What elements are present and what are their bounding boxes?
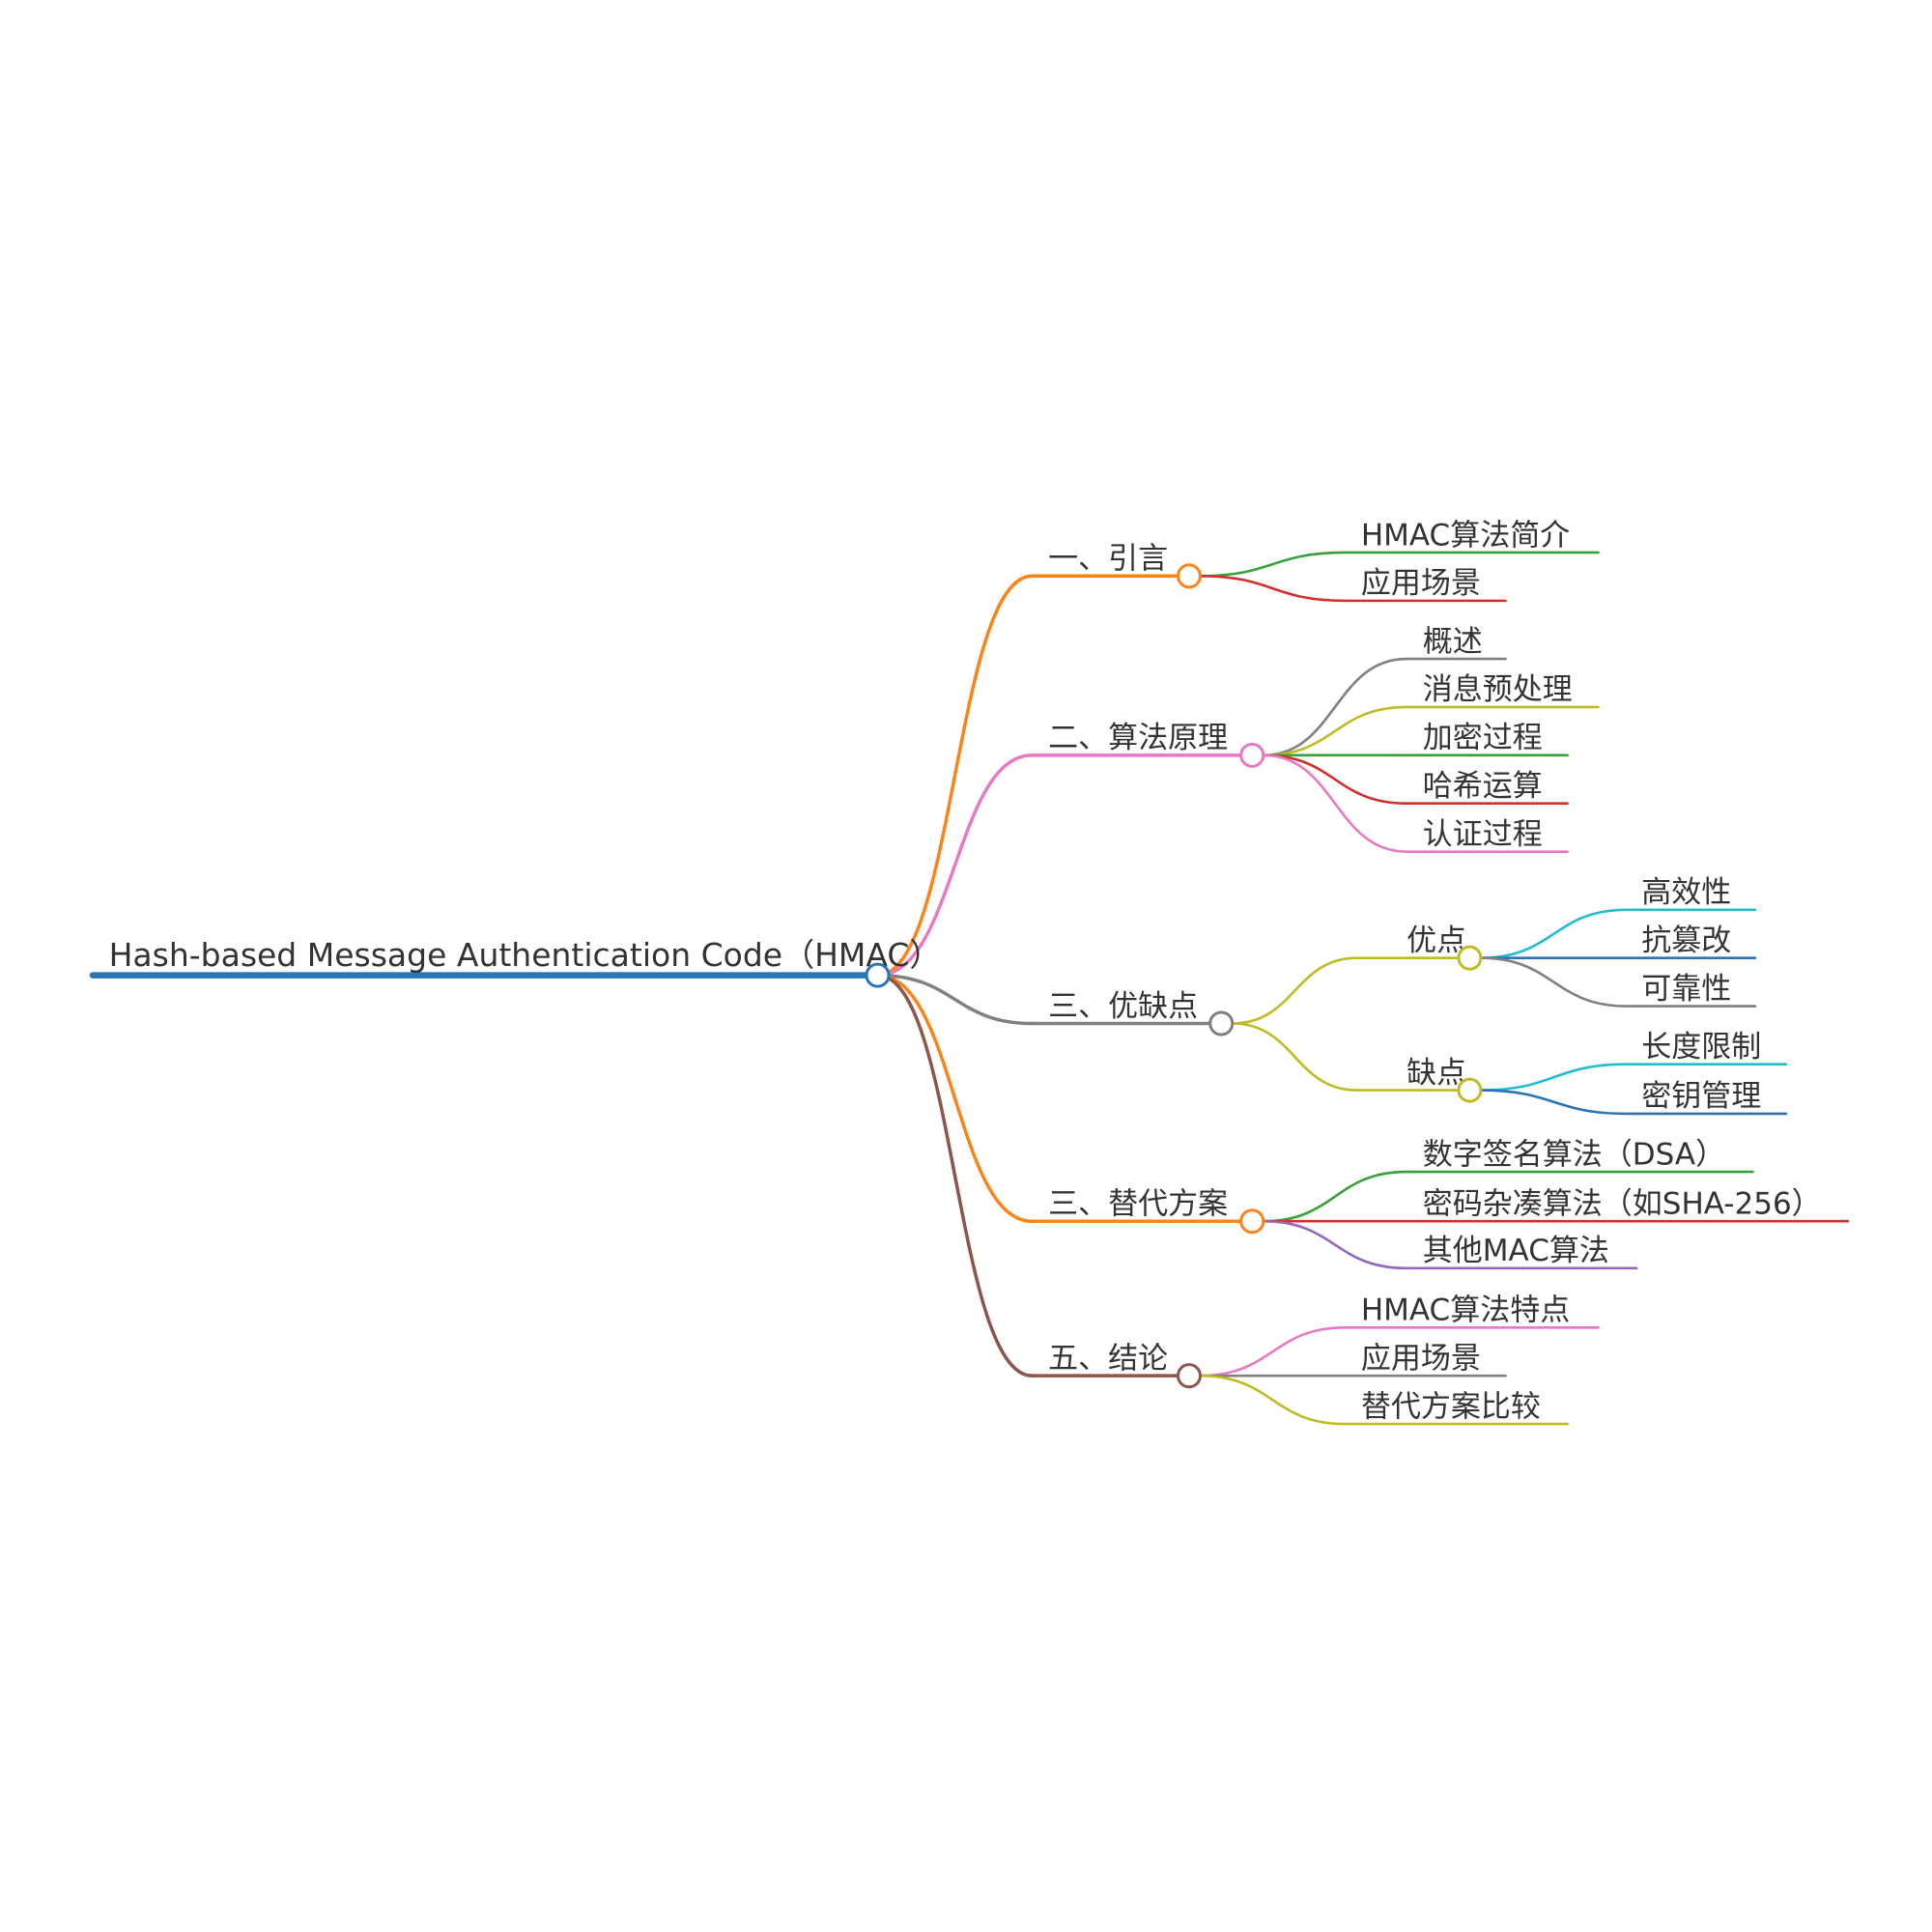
leaf-label: 可靠性 — [1641, 972, 1731, 1007]
branch-node-circle[interactable] — [1208, 1010, 1235, 1037]
branch-connector — [875, 973, 1035, 1378]
leaf-label: 长度限制 — [1641, 1030, 1761, 1065]
branch-connector — [875, 973, 1035, 1223]
leaf-label: 高效性 — [1641, 875, 1731, 910]
leaf-connector — [1262, 753, 1408, 806]
leaf-label: 密钥管理 — [1641, 1079, 1761, 1114]
leaf-label: 其他MAC算法 — [1423, 1234, 1609, 1268]
leaf-connector — [1262, 705, 1408, 757]
leaf-label: 加密过程 — [1423, 721, 1543, 755]
leaf-label: 抗篡改 — [1641, 923, 1731, 958]
leaf-label: 应用场景 — [1361, 1342, 1481, 1377]
leaf-connector — [1231, 1022, 1359, 1092]
leaf-connector — [1262, 1170, 1408, 1223]
leaf-label: 哈希运算 — [1423, 769, 1543, 804]
branch-label: 一、引言 — [1048, 542, 1168, 577]
leaf-label: 数字签名算法（DSA） — [1423, 1137, 1725, 1172]
branch-node-circle[interactable] — [1176, 563, 1202, 589]
branch-connector — [875, 753, 1035, 978]
edge-layer — [89, 551, 1850, 1426]
leaf-connector — [1199, 1374, 1347, 1426]
branch-label: 三、优缺点 — [1048, 989, 1198, 1024]
branch-connector — [875, 973, 1035, 1026]
leaf-label: 认证过程 — [1423, 817, 1543, 852]
leaf-connector — [1479, 908, 1757, 959]
leaf-connector — [1199, 574, 1347, 603]
leaf-label: 消息预处理 — [1423, 672, 1573, 707]
leaf-connector — [1199, 1325, 1347, 1378]
leaf-connector — [1231, 956, 1359, 1025]
leaf-connector — [1199, 551, 1347, 578]
leaf-connector — [1479, 1089, 1788, 1116]
branch-label: 二、算法原理 — [1048, 721, 1228, 755]
leaf-label: 概述 — [1423, 624, 1483, 659]
leaf-connector — [1262, 657, 1408, 757]
leaf-label: 替代方案比较 — [1361, 1389, 1541, 1424]
branch-node-circle[interactable] — [1176, 1363, 1202, 1389]
leaf-connector — [1262, 753, 1408, 853]
leaf-label: HMAC算法简介 — [1361, 518, 1570, 553]
leaf-label: HMAC算法特点 — [1361, 1293, 1570, 1328]
branch-connector — [875, 574, 1035, 978]
leaf-label: 密码杂凑算法（如SHA-256） — [1423, 1187, 1822, 1222]
node-layer: Hash-based Message Authentication Code（H… — [109, 518, 1822, 1424]
leaf-connector — [1262, 1219, 1408, 1270]
root-label: Hash-based Message Authentication Code（H… — [109, 936, 942, 974]
branch-node-circle[interactable] — [1239, 1208, 1265, 1235]
subbranch-node-circle[interactable] — [1457, 945, 1483, 971]
leaf-connector — [1479, 956, 1757, 1008]
subbranch-node-circle[interactable] — [1457, 1077, 1483, 1103]
root-node-circle[interactable] — [865, 962, 891, 988]
leaf-connector — [1479, 1063, 1788, 1092]
subbranch-label: 优点 — [1406, 923, 1466, 958]
leaf-label: 应用场景 — [1361, 566, 1481, 601]
branch-label: 五、结论 — [1048, 1342, 1168, 1377]
branch-label: 三、替代方案 — [1048, 1187, 1228, 1222]
subbranch-label: 缺点 — [1406, 1056, 1466, 1091]
branch-node-circle[interactable] — [1239, 742, 1265, 768]
